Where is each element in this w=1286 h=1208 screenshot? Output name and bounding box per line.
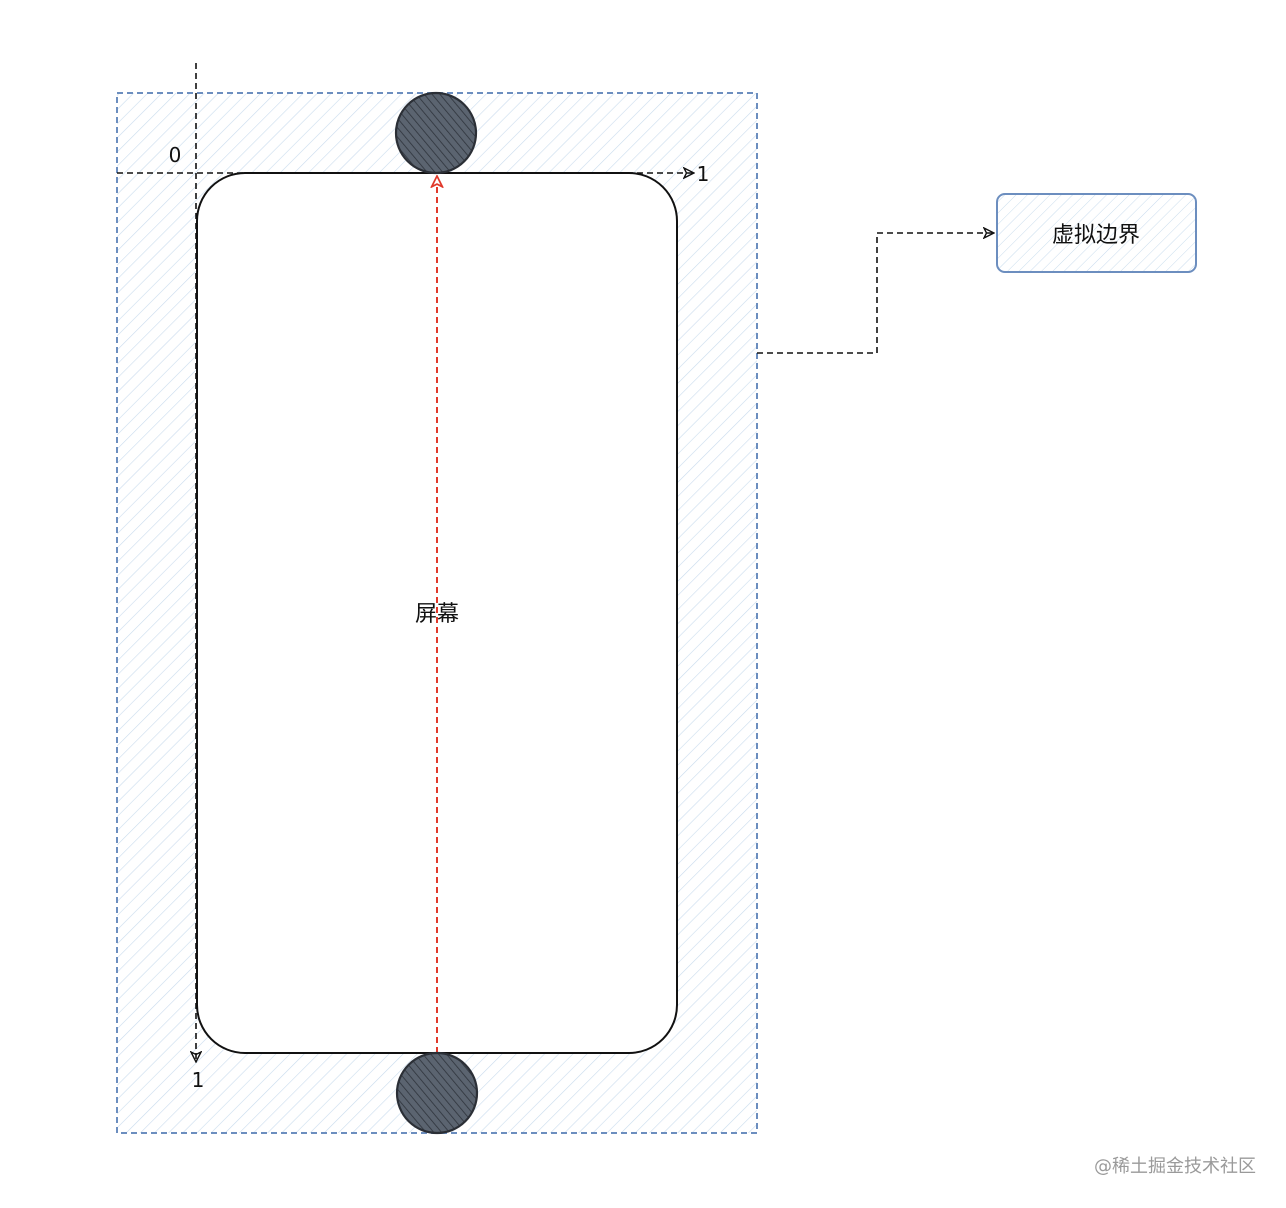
watermark: @稀土掘金技术社区 [1094,1156,1256,1177]
axis-x-end-label: 1 [697,162,710,186]
top-ball [394,91,478,175]
bottom-ball [395,1051,479,1135]
screen-label: 屏幕 [415,602,459,627]
boundary-connector-arrow [757,233,994,354]
virtual-boundary-label: 虚拟边界 [1052,223,1140,248]
axis-y-end-label: 1 [192,1068,205,1092]
virtual-boundary-label-box: 虚拟边界 [996,193,1197,273]
axis-origin-label: 0 [169,143,182,167]
